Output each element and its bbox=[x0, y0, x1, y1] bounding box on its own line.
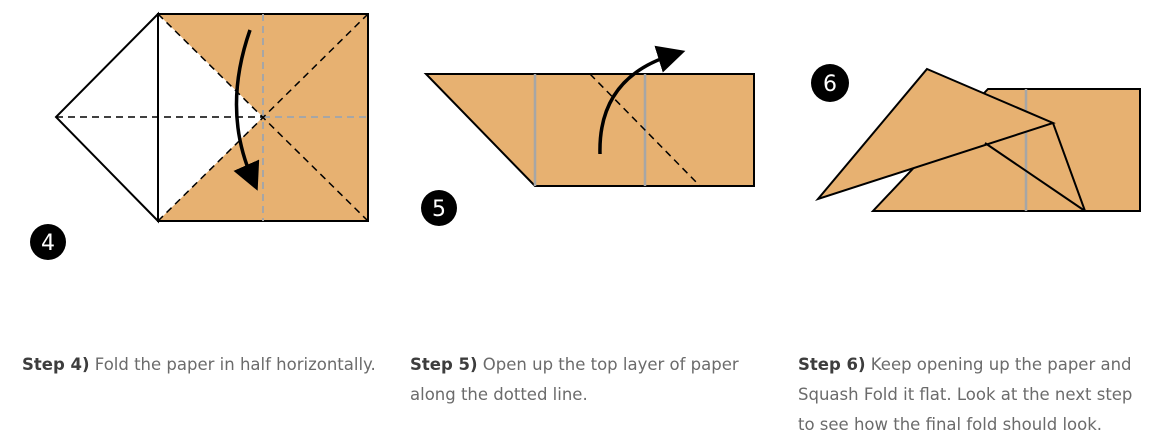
step-5-label: Step 5) bbox=[410, 355, 478, 374]
step-5-paper bbox=[423, 73, 755, 187]
step-6-badge bbox=[811, 64, 849, 102]
step-6-squash-flap bbox=[815, 67, 1056, 202]
step-5-badge bbox=[421, 190, 457, 226]
step-4-white-triangle bbox=[158, 14, 263, 221]
step-6-fold-edge-b bbox=[984, 142, 1086, 212]
step-6-label: Step 6) bbox=[798, 355, 866, 374]
step-5-diagram: 5 bbox=[421, 45, 755, 226]
step-5-caption: Step 5) Open up the top layer of paper a… bbox=[410, 350, 740, 410]
step-4-fold-arrow bbox=[233, 29, 260, 191]
step-6-fold-edge-a bbox=[1052, 122, 1086, 212]
step-5-badge-number: 5 bbox=[432, 197, 446, 222]
step-6-caption: Step 6) Keep opening up the paper and Sq… bbox=[798, 350, 1148, 440]
step-4-caption: Step 4) Fold the paper in half horizonta… bbox=[22, 350, 382, 380]
step-4-badge bbox=[30, 224, 66, 260]
step-6-diagram: 6 bbox=[811, 64, 1141, 212]
step-6-badge-number: 6 bbox=[823, 72, 837, 97]
instruction-diagrams: 4 5 6 bbox=[30, 11, 1141, 260]
step-6-text: Keep opening up the paper and Squash Fol… bbox=[798, 355, 1133, 434]
step-5-dotted-line bbox=[589, 73, 701, 187]
step-4-text: Fold the paper in half horizontally. bbox=[89, 355, 376, 374]
step-4-diagram: 4 bbox=[30, 11, 369, 260]
step-4-badge-number: 4 bbox=[41, 231, 55, 256]
step-5-text: Open up the top layer of paper along the… bbox=[410, 355, 739, 404]
step-4-label: Step 4) bbox=[22, 355, 90, 374]
step-5-open-arrow bbox=[598, 45, 686, 155]
